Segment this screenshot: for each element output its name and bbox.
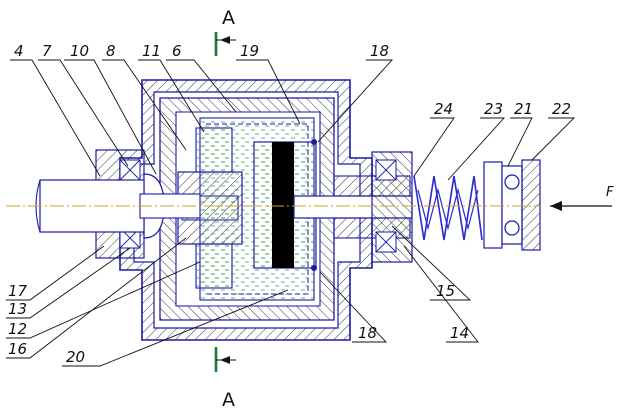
leader-label-10: 10 <box>70 42 89 60</box>
section-mark-bottom: A <box>222 389 235 411</box>
force-label: F <box>606 185 614 200</box>
leader-label-20: 20 <box>66 348 85 366</box>
leader-label-19: 19 <box>240 42 259 60</box>
leader-label-24: 24 <box>434 100 453 118</box>
leader-label-22: 22 <box>552 100 571 118</box>
section-mark-top: A <box>222 7 235 29</box>
leader-label-21: 21 <box>514 100 533 118</box>
thrust-bearing <box>483 159 541 251</box>
leader-label-18-top: 18 <box>370 42 389 60</box>
leader-label-12: 12 <box>8 320 27 338</box>
right-bearing-housing <box>371 151 413 263</box>
leader-label-15: 15 <box>436 282 455 300</box>
leader-label-8: 8 <box>106 42 116 60</box>
leader-label-14: 14 <box>450 324 469 342</box>
leader-label-23: 23 <box>484 100 503 118</box>
leader-label-7: 7 <box>42 42 52 60</box>
leader-label-13: 13 <box>8 300 27 318</box>
leader-label-17: 17 <box>8 282 28 300</box>
leader-label-18-bottom: 18 <box>358 324 377 342</box>
leader-label-11: 11 <box>142 42 161 60</box>
gear-assembly <box>177 127 243 289</box>
leader-label-6: 6 <box>172 42 182 60</box>
force-arrow <box>550 201 612 211</box>
piston <box>253 139 317 271</box>
section-line <box>214 32 236 372</box>
leader-label-4: 4 <box>14 42 24 60</box>
spring <box>413 175 483 241</box>
leader-lines <box>6 59 576 367</box>
leader-label-16: 16 <box>8 340 27 358</box>
